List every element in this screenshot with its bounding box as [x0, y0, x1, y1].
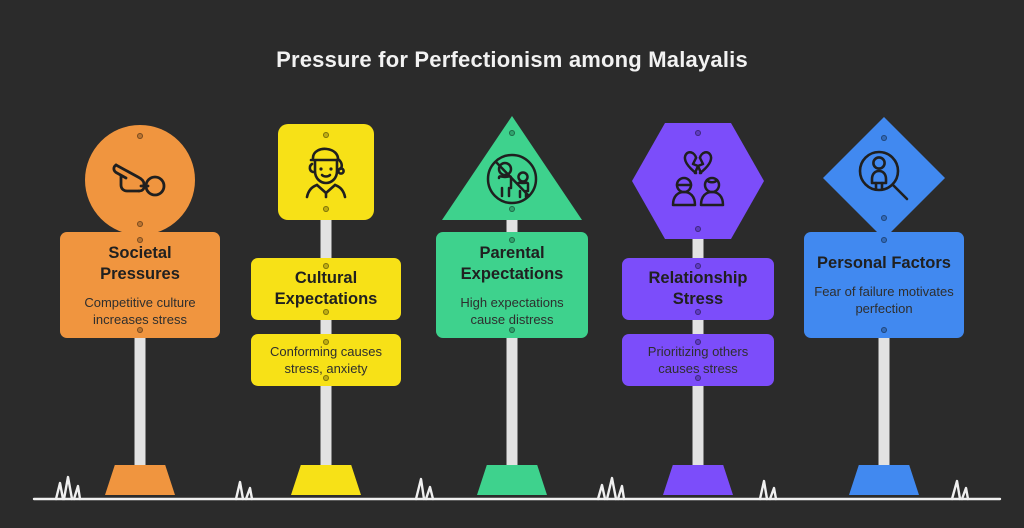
page-title: Pressure for Perfectionism among Malayal… — [276, 47, 748, 72]
screw-dot — [137, 237, 143, 243]
screw-dot — [323, 206, 329, 212]
sign-base — [105, 465, 175, 495]
sign-title: Relationship Stress — [648, 269, 748, 308]
ground-line — [0, 455, 1024, 523]
broken-heart-couple-icon — [667, 147, 729, 218]
sign-description: Competitive culture increases stress — [84, 294, 196, 327]
screw-dot — [137, 133, 143, 139]
screw-dot — [137, 327, 143, 333]
screw-dot — [323, 375, 329, 381]
screw-dot — [881, 135, 887, 141]
sign-head-rounded-square — [278, 124, 374, 220]
sign-description: Prioritizing others causes stress — [647, 344, 749, 376]
sign-base — [291, 465, 361, 495]
screw-dot — [323, 263, 329, 269]
screw-dot — [695, 226, 701, 232]
screw-dot — [695, 309, 701, 315]
sign-title: Societal Pressures — [100, 243, 180, 283]
sign-panel-description[interactable]: Prioritizing others causes stress — [622, 334, 774, 386]
person-traditional-cap-icon — [297, 144, 355, 207]
screw-dot — [509, 327, 515, 333]
sign-panel-title[interactable]: Cultural Expectations — [251, 258, 401, 320]
sign-head-hexagon — [632, 123, 764, 239]
magnifier-person-icon — [855, 149, 913, 212]
sign-pole — [506, 205, 518, 485]
screw-dot — [695, 263, 701, 269]
sign-description: Conforming causes stress, anxiety — [270, 344, 382, 376]
sign-personal-factors[interactable]: Personal Factors Fear of failure motivat… — [784, 0, 984, 523]
screw-dot — [695, 130, 701, 136]
sign-parental-expectations[interactable]: Parental Expectations High expectations … — [412, 0, 612, 523]
sign-relationship-stress[interactable]: Relationship Stress Prioritizing others … — [598, 0, 798, 523]
screw-dot — [881, 237, 887, 243]
sign-title: Personal Factors — [817, 254, 951, 272]
sign-head-triangle — [442, 116, 582, 220]
pointing-hand-icon — [108, 155, 172, 210]
sign-panel-combined[interactable]: Personal Factors Fear of failure motivat… — [804, 232, 964, 338]
screw-dot — [695, 339, 701, 345]
screw-dot — [881, 215, 887, 221]
sign-base — [477, 465, 547, 495]
sign-head-circle — [85, 125, 195, 235]
sign-societal-pressures[interactable]: Societal Pressures Competitive culture i… — [40, 0, 240, 523]
screw-dot — [323, 339, 329, 345]
sign-pole — [878, 205, 890, 485]
screw-dot — [695, 375, 701, 381]
sign-panel-title[interactable]: Relationship Stress — [622, 258, 774, 320]
sign-description: High expectations cause distress — [460, 294, 564, 327]
sign-cultural-expectations[interactable]: Cultural Expectations Conforming causes … — [226, 0, 426, 523]
screw-dot — [323, 309, 329, 315]
screw-dot — [137, 221, 143, 227]
sign-base — [663, 465, 733, 495]
sign-base — [849, 465, 919, 495]
sign-title: Cultural Expectations — [274, 269, 378, 308]
sign-description: Fear of failure motivates perfection — [814, 284, 954, 316]
screw-dot — [509, 130, 515, 136]
no-family-prohibited-icon — [483, 150, 541, 213]
screw-dot — [323, 132, 329, 138]
screw-dot — [509, 237, 515, 243]
sign-panel-description[interactable]: Conforming causes stress, anxiety — [251, 334, 401, 386]
sign-head-diamond — [823, 117, 945, 239]
screw-dot — [509, 206, 515, 212]
sign-panel-combined[interactable]: Societal Pressures Competitive culture i… — [60, 232, 220, 338]
screw-dot — [881, 327, 887, 333]
sign-panel-combined[interactable]: Parental Expectations High expectations … — [436, 232, 588, 338]
sign-title: Parental Expectations — [460, 243, 564, 283]
